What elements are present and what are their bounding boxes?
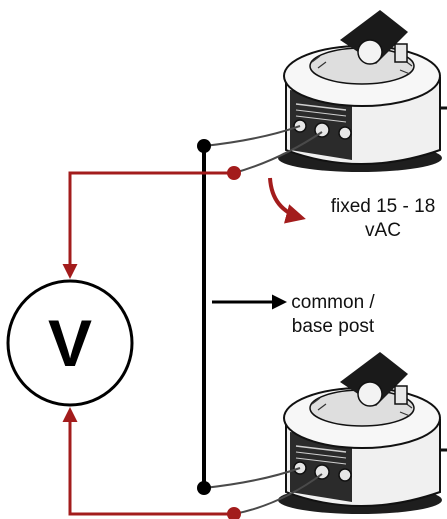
fixed-voltage-label-line2: vAC — [365, 220, 401, 241]
common-post-label-line1: common / — [291, 292, 375, 313]
red-lead-top — [62, 171, 234, 279]
voltmeter-symbol: V — [48, 306, 92, 380]
transformer-leads — [203, 125, 323, 515]
junction-bottom-red — [227, 507, 241, 519]
junction-top-red — [227, 166, 241, 180]
junction-top-common — [197, 139, 211, 153]
red-lead-bottom — [62, 407, 234, 516]
transformer-bottom-icon — [278, 352, 447, 514]
junction-bottom-common — [197, 481, 211, 495]
fixed-voltage-label-line1: fixed 15 - 18 — [331, 196, 436, 217]
fixed-arrow — [268, 177, 306, 224]
voltmeter-icon: V — [6, 279, 134, 407]
common-post-label-line2: base post — [292, 316, 375, 337]
transformer-top-icon — [278, 10, 447, 172]
